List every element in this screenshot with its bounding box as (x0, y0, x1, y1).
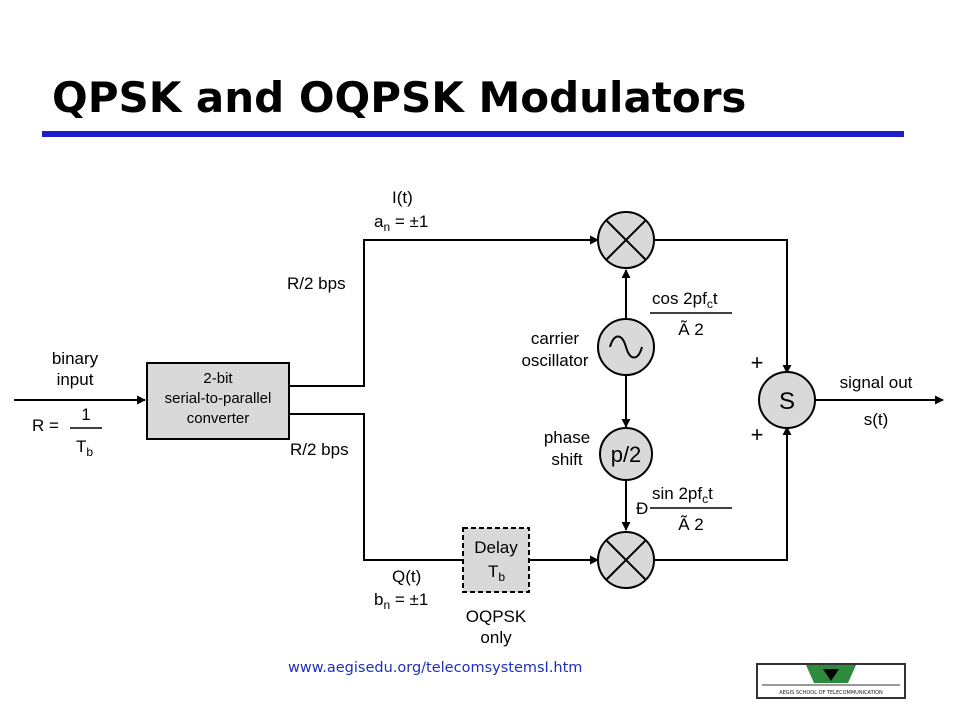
lower-branch-line (289, 413, 463, 561)
delay-time: Tb (488, 562, 505, 584)
upper-branch-rate: R/2 bps (287, 274, 346, 293)
cos-carrier-expression: cos 2pfct (652, 289, 718, 311)
delay-label: Delay (474, 538, 518, 557)
delay-block (462, 527, 530, 593)
output-signal-label: s(t) (864, 410, 889, 429)
oqpsk-only-label-line2: only (480, 628, 512, 647)
i-channel-label: I(t) (392, 188, 413, 207)
upper-mixer-to-summer-line (654, 239, 792, 374)
q-channel-label: Q(t) (392, 567, 421, 586)
aegis-logo: AEGIS SCHOOL OF TELECOMMUNICATION (756, 663, 906, 699)
output-label: signal out (840, 373, 913, 392)
phase-shift-block (599, 427, 653, 481)
footer-url: www.aegisedu.org/telecomsystemsI.htm (288, 660, 583, 676)
i-symbol-values: an = ±1 (374, 212, 428, 234)
sin-denominator: Ã 2 (678, 515, 704, 534)
upper-branch-line (289, 235, 599, 387)
phase-label-line2: shift (551, 450, 582, 469)
rate-prefix: R = (32, 416, 59, 435)
upper-mixer-icon (597, 211, 655, 269)
converter-label-line3: converter (187, 410, 250, 427)
lower-mixer-to-summer-line (654, 426, 792, 561)
summer-symbol: S (779, 388, 795, 415)
plus-sign-bottom: + (751, 422, 764, 447)
input-label-input: input (57, 370, 94, 389)
q-symbol-values: bn = ±1 (374, 590, 428, 612)
sin-prefix: Ð (636, 499, 648, 518)
serial-to-parallel-converter-block (146, 362, 290, 440)
cos-denominator: Ã 2 (678, 320, 704, 339)
lower-branch-rate: R/2 bps (290, 440, 349, 459)
input-label-binary: binary (52, 349, 99, 368)
title-underline (42, 131, 904, 137)
lower-mixer-icon (597, 531, 655, 589)
carrier-label-line2: oscillator (521, 351, 588, 370)
oqpsk-only-label-line1: OQPSK (466, 607, 527, 626)
slide-title: QPSK and OQPSK Modulators (52, 73, 747, 122)
summer-block (758, 371, 816, 429)
carrier-label-line1: carrier (531, 329, 580, 348)
plus-sign-top: + (751, 350, 764, 375)
logo-text: AEGIS SCHOOL OF TELECOMMUNICATION (779, 690, 883, 696)
sin-carrier-expression: sin 2pfct (652, 484, 713, 506)
rate-denominator: Tb (76, 437, 93, 459)
converter-label-line1: 2-bit (203, 370, 233, 387)
signal-lines (14, 235, 944, 565)
rate-numerator: 1 (81, 405, 90, 424)
converter-label-line2: serial-to-parallel (165, 390, 272, 407)
phase-shift-symbol: p/2 (611, 442, 642, 467)
phase-label-line1: phase (544, 428, 590, 447)
oscillator-icon (597, 318, 655, 376)
